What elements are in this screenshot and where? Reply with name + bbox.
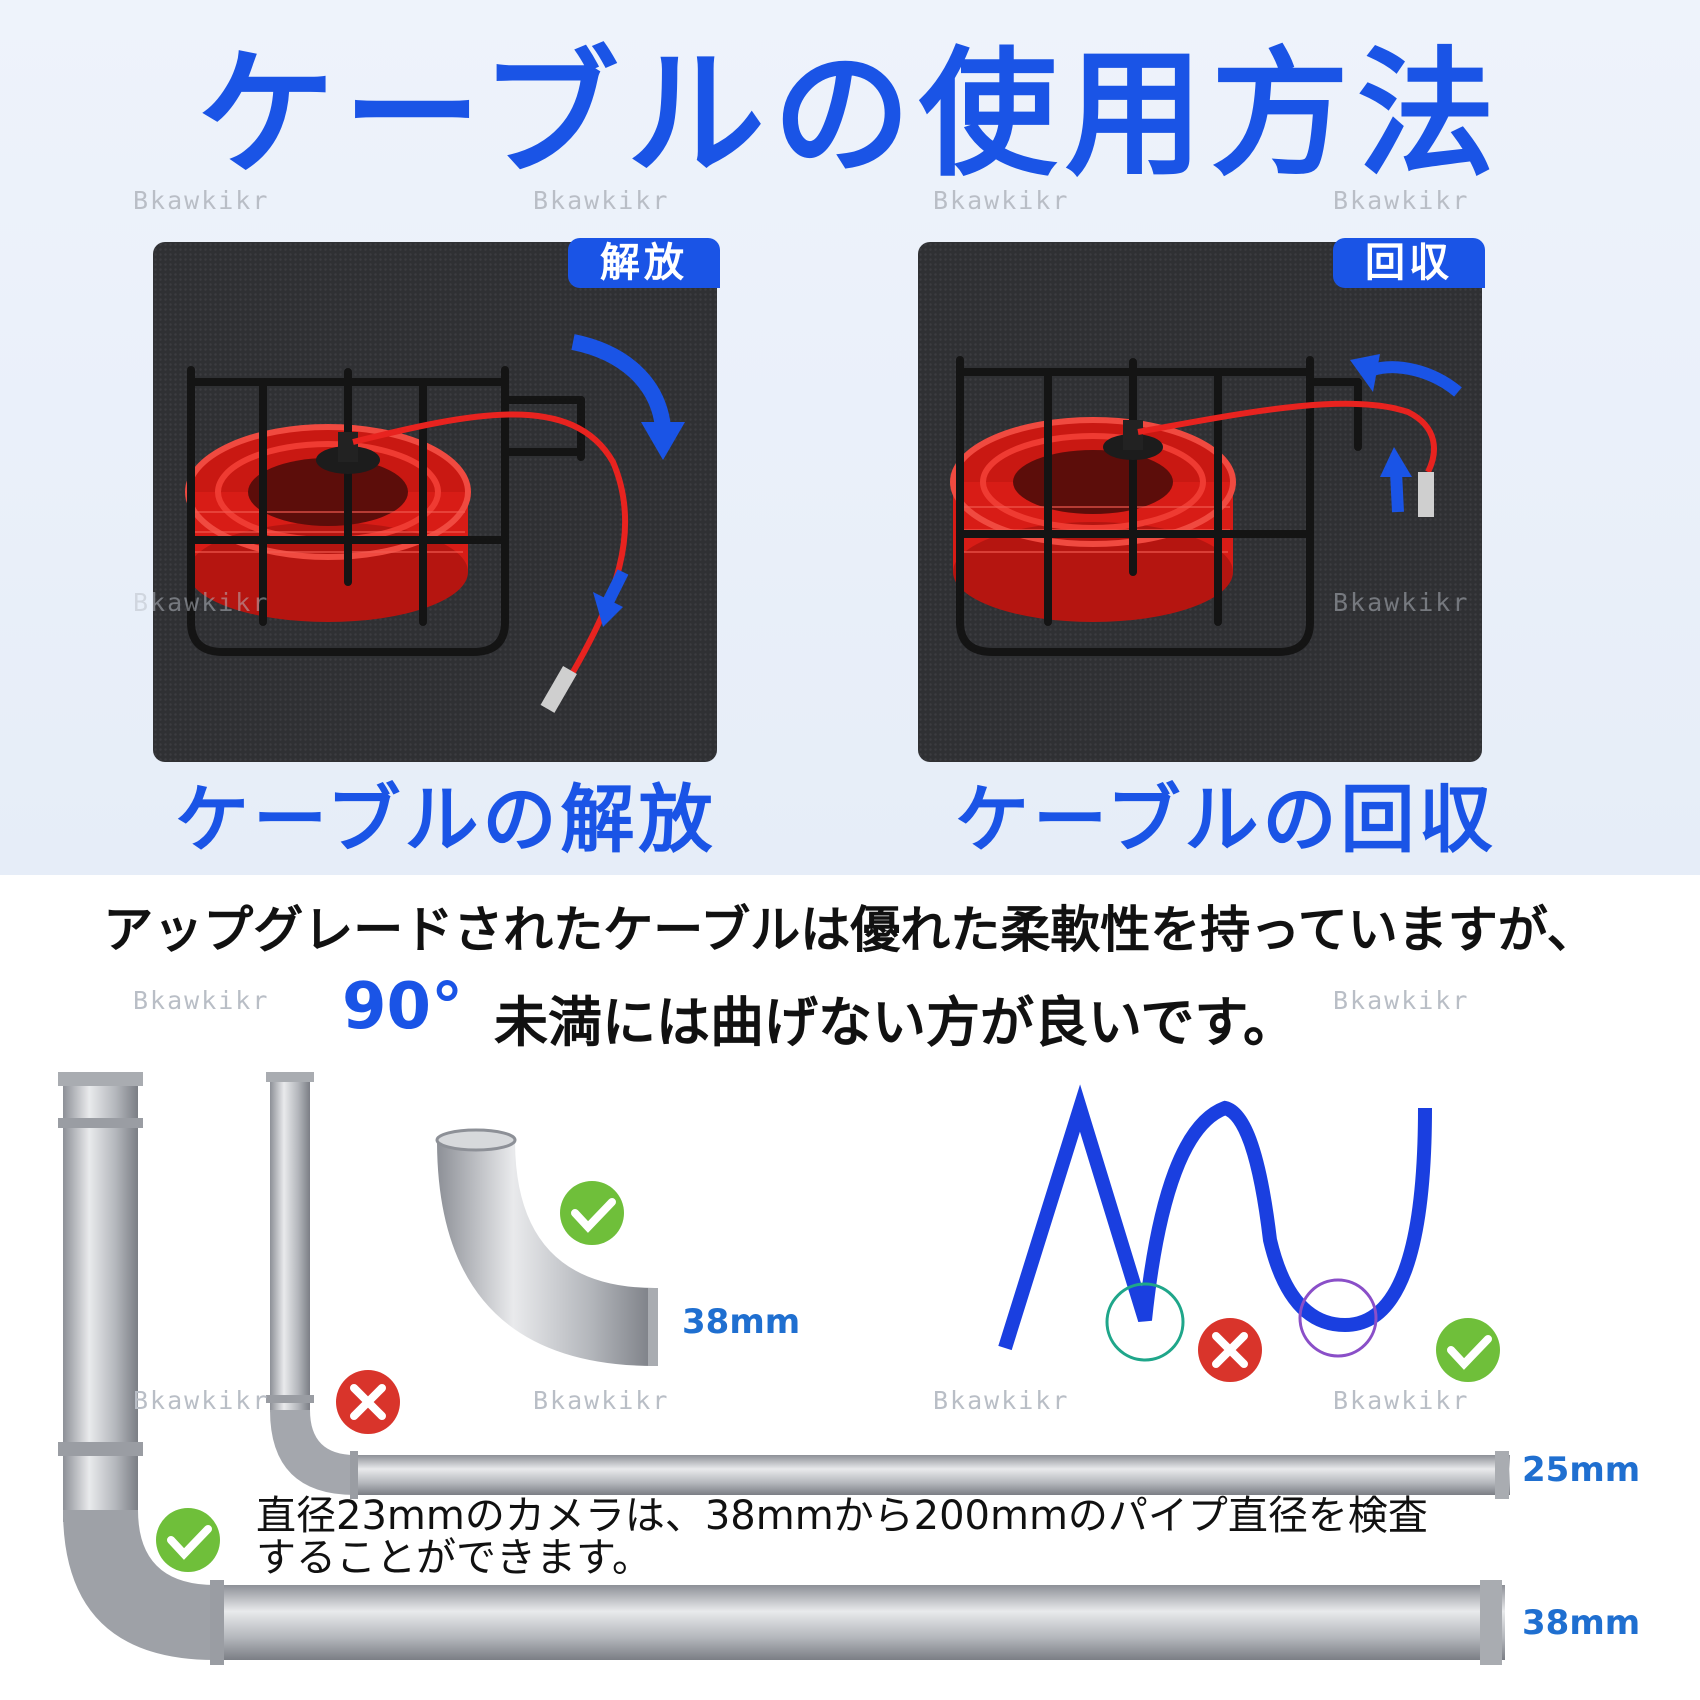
cable-reel-retrieve-image bbox=[950, 354, 1462, 656]
thick-pipe-diameter-label: 38mm bbox=[1522, 1603, 1641, 1643]
retrieve-photo-panel bbox=[918, 242, 1482, 762]
watermark: Bkawkikr bbox=[533, 186, 670, 215]
watermark: Bkawkikr bbox=[133, 986, 270, 1015]
camera-spec-text: 直径23mmのカメラは、38mmから200mmのパイプ直径を検査 することができ… bbox=[256, 1495, 1428, 1579]
watermark: Bkawkikr bbox=[133, 186, 270, 215]
pipe-bending-diagram bbox=[58, 1072, 1510, 1665]
watermark: Bkawkikr bbox=[1333, 1386, 1470, 1415]
release-photo-panel bbox=[153, 242, 717, 762]
thin-pipe-diameter-label: 25mm bbox=[1522, 1450, 1641, 1490]
bend-warning-text: 未満には曲げない方が良いです。 bbox=[494, 991, 1297, 1054]
elbow-pipe bbox=[435, 1128, 658, 1366]
cross-icon bbox=[1198, 1318, 1262, 1382]
sharp-bend-highlight bbox=[1105, 1282, 1185, 1362]
cross-icon bbox=[336, 1370, 400, 1434]
check-icon bbox=[156, 1508, 220, 1572]
bent-cable bbox=[998, 1084, 1432, 1351]
check-icon bbox=[1436, 1318, 1500, 1382]
watermark: Bkawkikr bbox=[1333, 186, 1470, 215]
elbow-diameter-label: 38mm bbox=[682, 1302, 801, 1342]
retrieve-caption: ケーブルの回収 bbox=[955, 777, 1497, 863]
gentle-bend-highlight bbox=[1298, 1278, 1378, 1358]
check-icon bbox=[560, 1181, 624, 1245]
watermark: Bkawkikr bbox=[533, 1386, 670, 1415]
watermark: Bkawkikr bbox=[133, 1386, 270, 1415]
flexibility-notice: アップグレードされたケーブルは優れた柔軟性を持っていますが、 bbox=[103, 901, 1597, 959]
bend-angle-value: 90° bbox=[342, 970, 464, 1044]
watermark: Bkawkikr bbox=[1333, 986, 1470, 1015]
thick-pipe-38mm bbox=[58, 1072, 1505, 1665]
watermark: Bkawkikr bbox=[933, 1386, 1070, 1415]
thin-pipe-25mm bbox=[266, 1072, 1510, 1499]
watermark: Bkawkikr bbox=[933, 186, 1070, 215]
watermark: Bkawkikr bbox=[1333, 588, 1470, 617]
release-caption: ケーブルの解放 bbox=[175, 777, 717, 863]
cable-reel-release-image bbox=[185, 334, 685, 713]
camera-spec-line1: 直径23mmのカメラは、38mmから200mmのパイプ直径を検査 bbox=[256, 1493, 1428, 1539]
release-badge: 解放 bbox=[568, 238, 720, 288]
page-title: ケーブルの使用方法 bbox=[197, 34, 1503, 195]
camera-spec-line2: することができます。 bbox=[256, 1535, 652, 1581]
watermark: Bkawkikr bbox=[133, 588, 270, 617]
retrieve-badge: 回収 bbox=[1333, 238, 1485, 288]
